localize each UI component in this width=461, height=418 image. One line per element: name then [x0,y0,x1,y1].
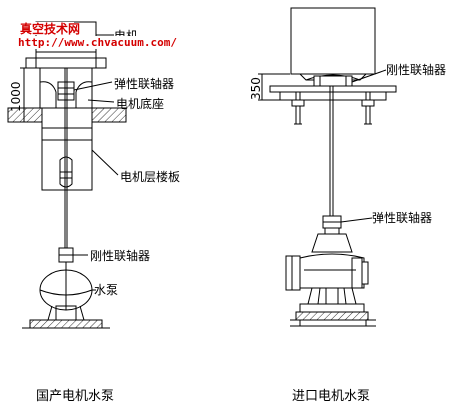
label-rigid-coupling-left: 刚性联轴器 [90,248,150,263]
left-shaft [64,68,68,250]
right-pump [285,233,376,327]
caption-right: 进口电机水泵 [292,389,370,404]
left-dimension: 1000 [9,67,28,123]
right-elastic-coupling [322,215,342,235]
left-leaders [73,34,119,291]
left-assembly: 1000 电机 弹性联轴器 电机底座 电机层楼板 刚性联轴器 水泵 国产电机水泵 [7,21,180,404]
left-motor-base [26,68,106,109]
label-elastic-coupling-right: 弹性联轴器 [372,210,432,225]
left-rigid-coupling [58,247,74,263]
label-pump: 水泵 [94,283,118,297]
right-dimension: 350 [249,73,290,101]
left-dimension-text: 1000 [9,81,23,112]
right-dimension-text: 350 [249,77,263,100]
right-assembly: 350 [249,7,446,404]
left-pump [22,262,110,329]
right-shaft [329,86,334,220]
watermark-name: 真空技术网 [20,21,80,36]
label-elastic-coupling-left: 弹性联轴器 [114,76,174,91]
right-leaders [340,69,387,223]
left-floor-slab [7,107,127,140]
watermark: 真空技术网 http://www.chvacuum.com/ [16,21,184,49]
label-rigid-coupling-right: 刚性联轴器 [386,62,446,77]
label-motor-base: 电机底座 [116,96,164,111]
label-motor-floor-slab: 电机层楼板 [120,169,180,184]
right-motor [290,7,376,87]
watermark-url: http://www.chvacuum.com/ [18,36,177,49]
caption-left: 国产电机水泵 [36,389,114,404]
